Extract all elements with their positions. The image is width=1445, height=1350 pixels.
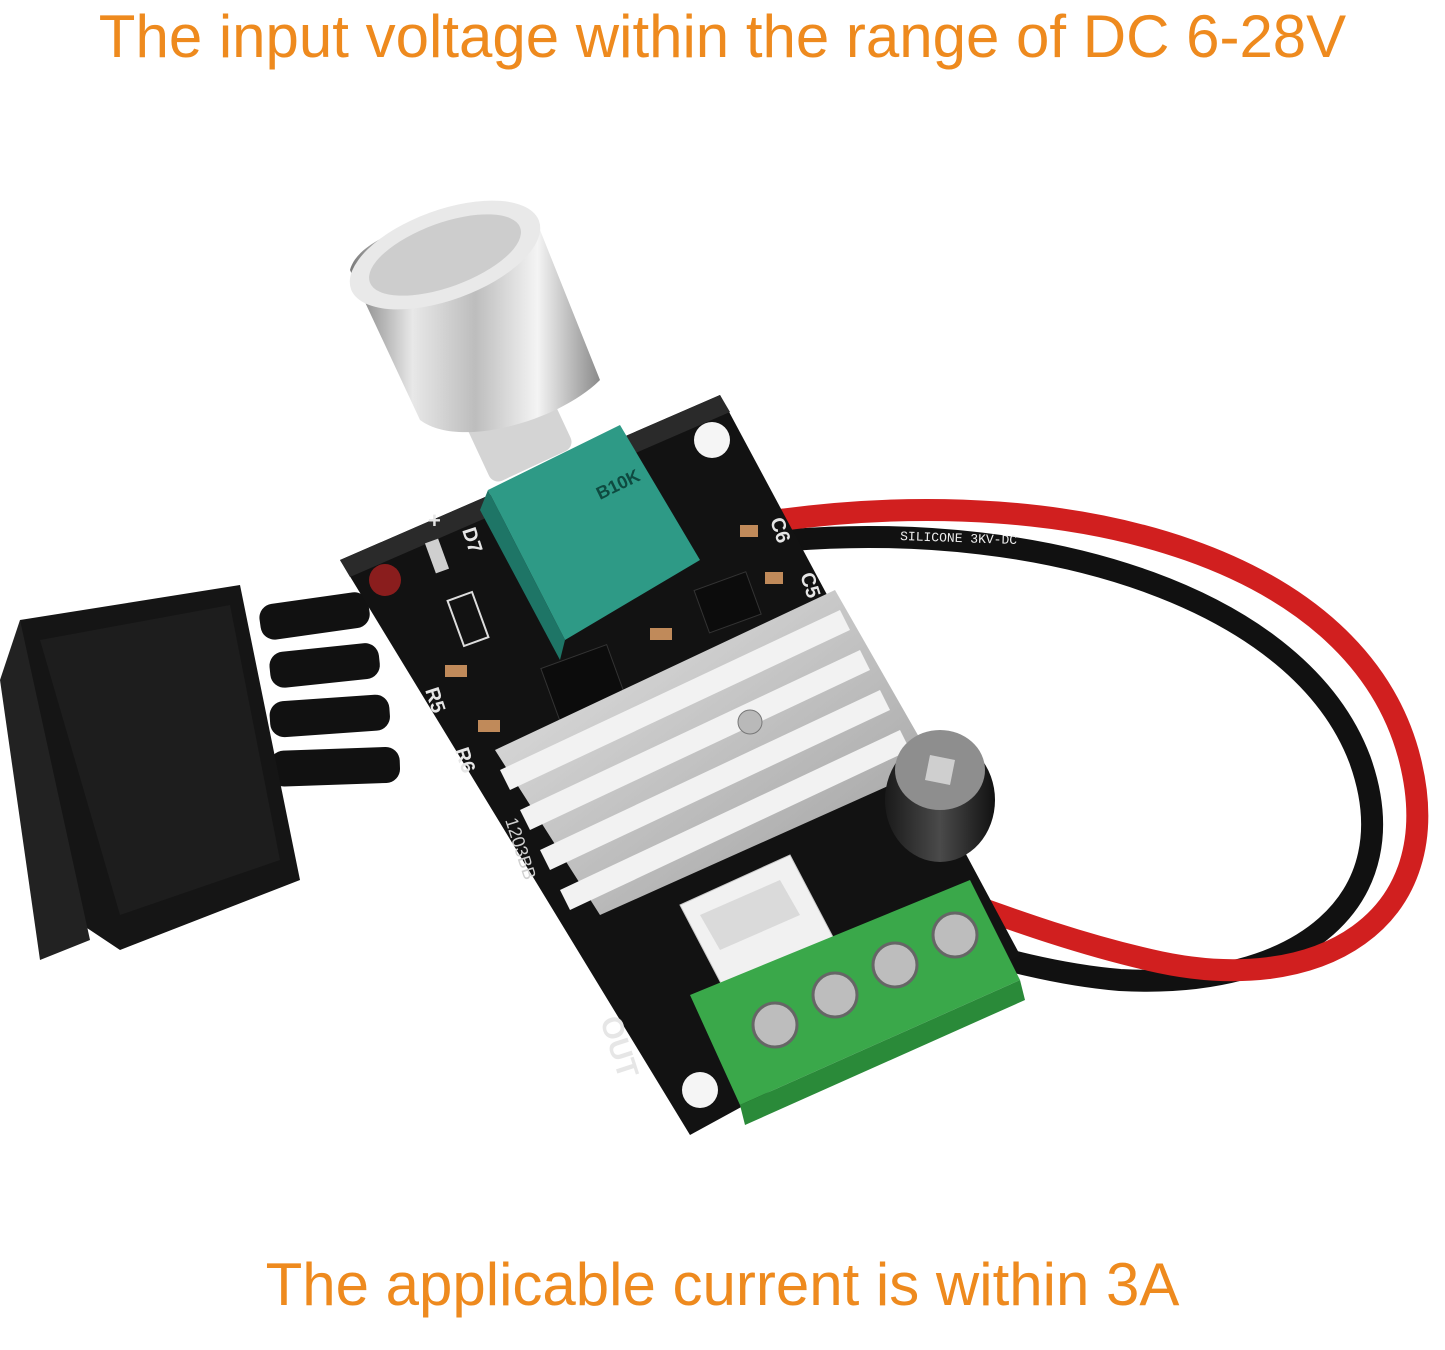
plus-label: +	[428, 508, 441, 533]
capacitor	[885, 730, 995, 862]
wire-red	[769, 499, 1429, 982]
screw-terminal	[690, 880, 1025, 1125]
potentiometer: B10K	[480, 425, 700, 660]
knob	[349, 200, 600, 433]
wire-print: SILICONE 3KV-DC	[900, 529, 1018, 548]
heatsink	[495, 590, 935, 915]
top-caption: The input voltage within the range of DC…	[98, 3, 1347, 70]
bottom-caption: The applicable current is within 3A	[265, 1251, 1180, 1318]
rocker-switch	[0, 585, 401, 960]
